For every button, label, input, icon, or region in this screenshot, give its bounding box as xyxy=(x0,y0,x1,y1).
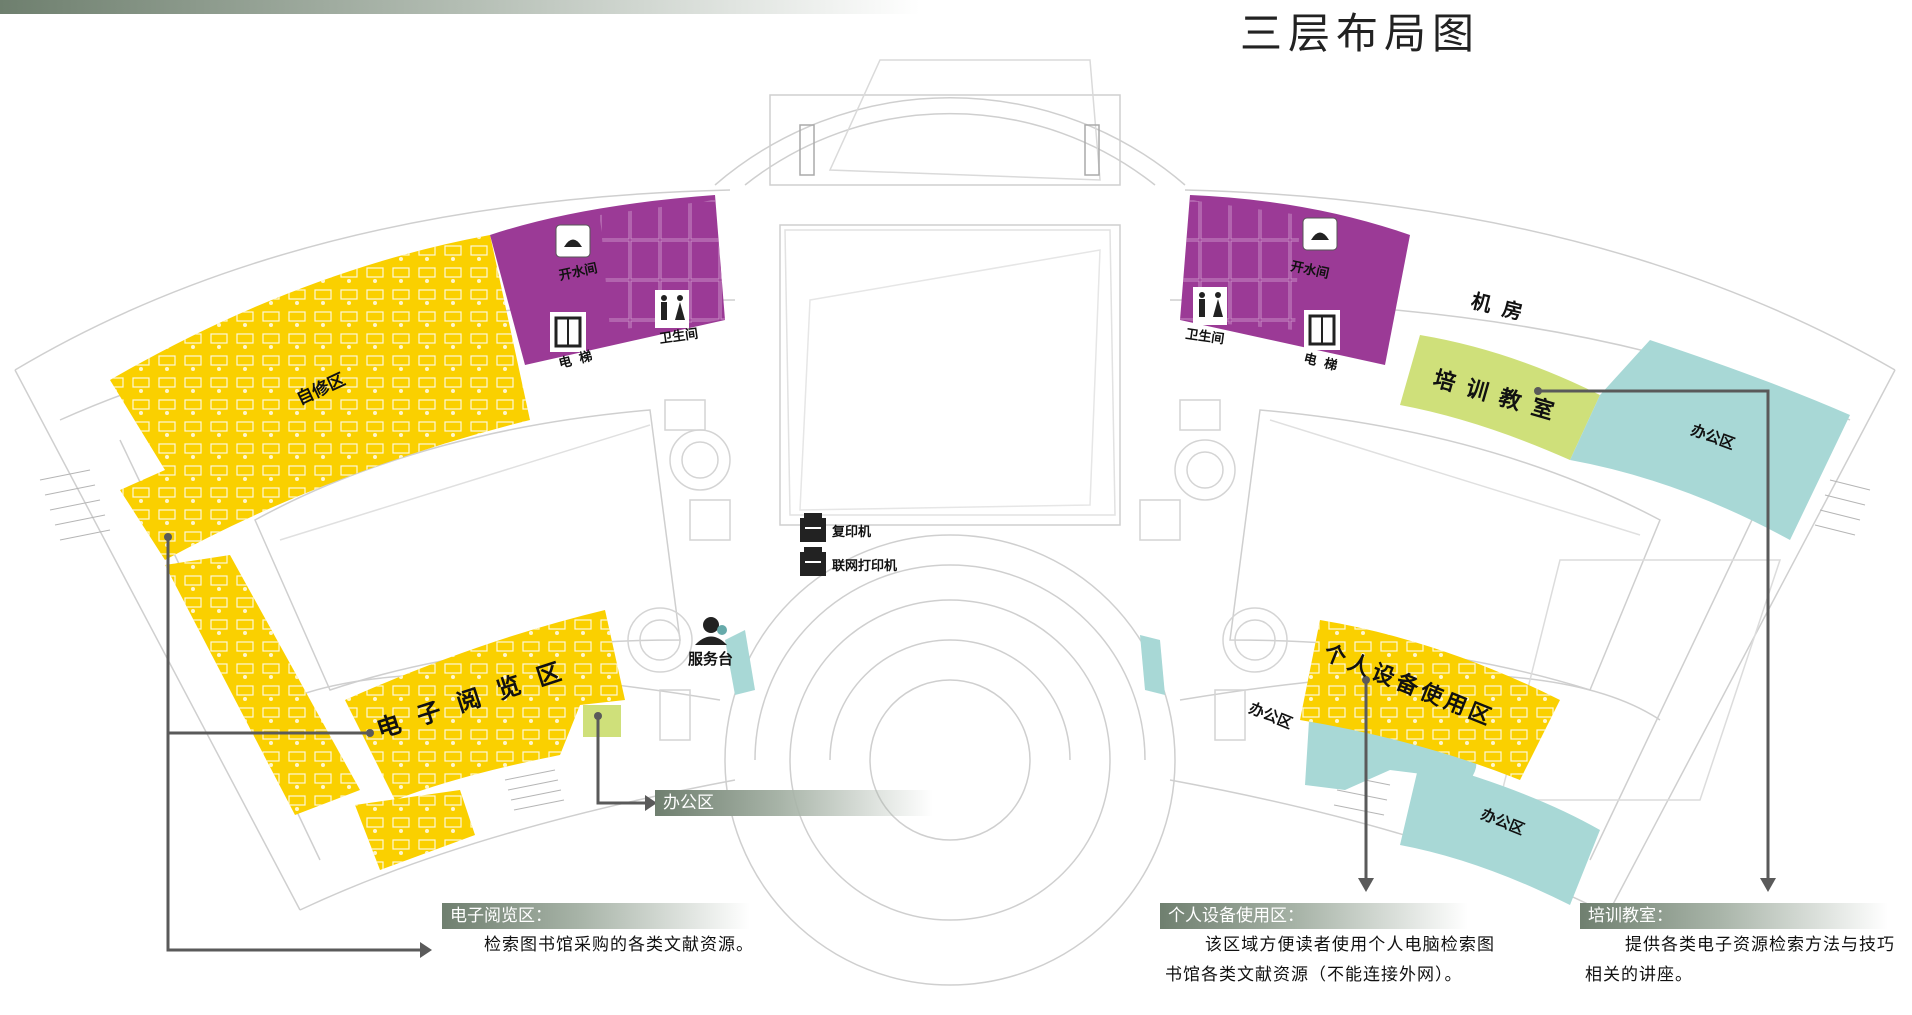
label-water-right: 开水间 xyxy=(1289,258,1330,282)
counter-left xyxy=(725,630,755,695)
service-person-icon xyxy=(695,617,727,645)
leader-lines xyxy=(166,389,1770,952)
office-left-callout: 办公区 xyxy=(655,790,933,816)
leader-arrowheads xyxy=(420,795,1776,958)
kettle-icon xyxy=(555,224,591,258)
label-copier: 复印机 xyxy=(831,524,871,540)
label-network-printer: 联网打印机 xyxy=(832,558,897,574)
toilet-icon xyxy=(655,290,689,328)
note-body-personal-device: 该区域方便读者使用个人电脑检索图书馆各类文献资源（不能连接外网）。 xyxy=(1165,935,1495,985)
label-water-left: 开水间 xyxy=(558,260,599,284)
label-wc-right: 卫生间 xyxy=(1184,326,1225,347)
page-title: 三层布局图 xyxy=(1240,9,1481,58)
counter-right xyxy=(1140,635,1165,695)
e-reading-office-box xyxy=(583,705,621,737)
office-zone-right-bottom[interactable] xyxy=(1400,760,1600,905)
label-wc-left: 卫生间 xyxy=(658,326,699,347)
label-office-right-mid: 办公区 xyxy=(1247,699,1295,733)
kettle-icon xyxy=(1302,217,1338,251)
note-heading-personal-device: 个人设备使用区： xyxy=(1160,903,1468,929)
copier-icon xyxy=(800,513,826,542)
note-heading-personal-device-text: 个人设备使用区： xyxy=(1168,906,1304,926)
top-decor-bar xyxy=(0,0,920,14)
note-body-training: 提供各类电子资源检索方法与技巧相关的讲座。 xyxy=(1585,935,1895,985)
training-room-zone[interactable] xyxy=(1400,335,1600,460)
elevator-icon xyxy=(550,312,586,352)
office-left-callout-label: 办公区 xyxy=(663,793,714,813)
note-heading-e-reading: 电子阅览区： xyxy=(442,903,750,929)
elevator-icon xyxy=(1304,310,1340,350)
note-heading-training-text: 培训教室： xyxy=(1588,906,1673,926)
note-heading-training: 培训教室： xyxy=(1580,903,1888,929)
toilet-icon xyxy=(1193,287,1227,325)
note-body-e-reading: 检索图书馆采购的各类文献资源。 xyxy=(484,935,754,955)
label-service-desk: 服务台 xyxy=(688,650,733,668)
note-heading-e-reading-text: 电子阅览区： xyxy=(450,906,552,926)
building-outline xyxy=(14,59,1896,986)
printer-icon xyxy=(800,547,826,576)
label-machine-room: 机房 xyxy=(1469,289,1537,328)
